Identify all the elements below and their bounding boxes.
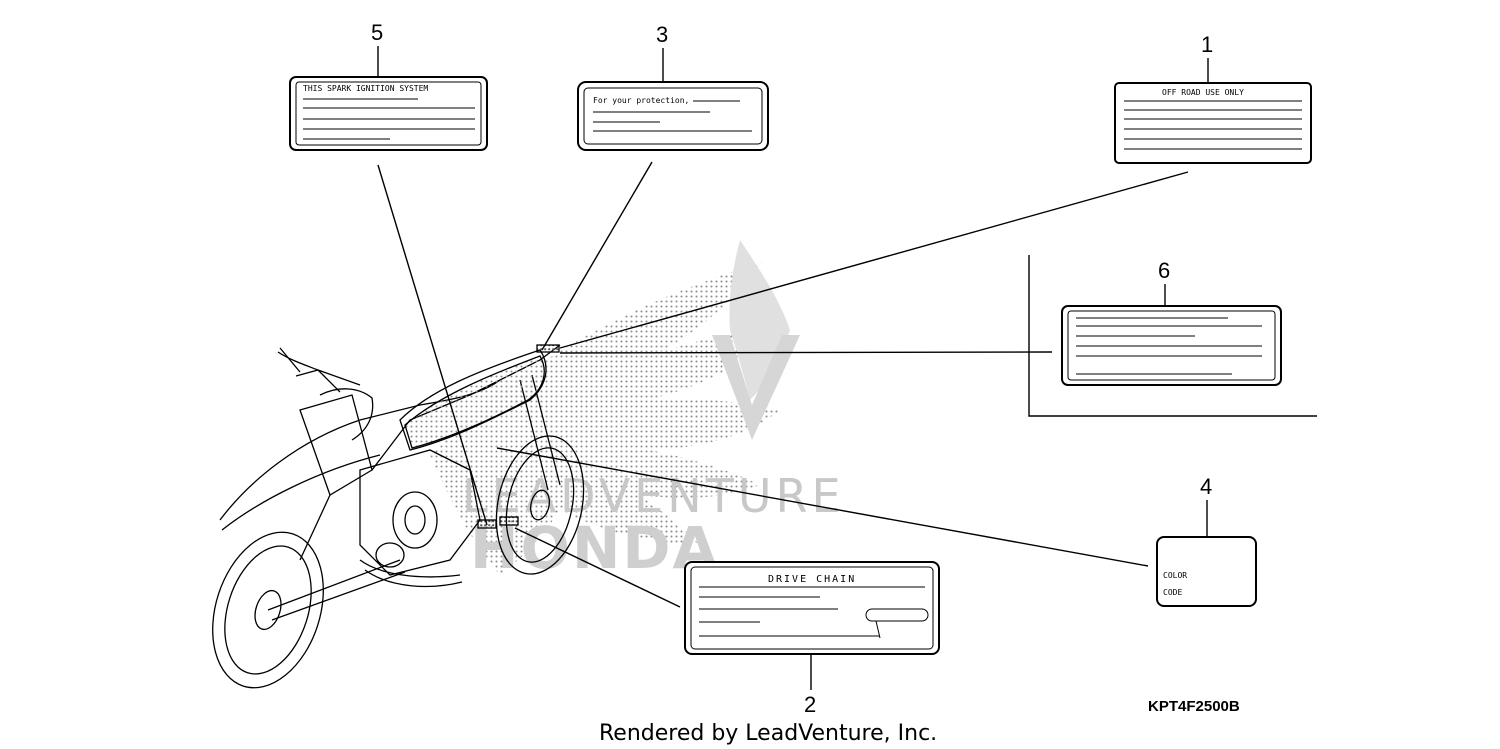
chain-tool-icon [836,608,929,639]
label-3: 3 For your protection, [577,22,769,151]
callout-1: 1 [1201,32,1213,57]
label-6-bracket [1028,255,1317,417]
part-code: KPT4F2500B [1148,698,1240,715]
label-4-line2: CODE [1163,588,1182,597]
label-5-text: THIS SPARK IGNITION SYSTEM [303,84,428,93]
watermark-wing [430,240,800,575]
label-4-line1: COLOR [1163,571,1187,580]
label-1: 1 OFF ROAD USE ONLY [1114,32,1312,164]
callout-6: 6 [1158,258,1170,283]
callout-4: 4 [1200,474,1212,499]
label-5: 5 THIS SPARK IGNITION SYSTEM [289,20,488,151]
callout-3: 3 [656,22,668,47]
footer-credit: Rendered by LeadVenture, Inc. [599,721,937,746]
label-1-text: OFF ROAD USE ONLY [1162,88,1244,97]
label-2: DRIVE CHAIN 2 [684,561,940,717]
label-4: 4 COLOR CODE [1156,474,1257,607]
label-6: 6 [1061,258,1282,386]
label-2-text: DRIVE CHAIN [768,574,856,585]
label-3-text: For your protection, [593,96,689,105]
leader-lines [377,161,1189,608]
watermark-text-leadventure: LEADVENTURE [462,469,845,523]
callout-2: 2 [804,692,816,717]
callout-5: 5 [371,20,383,45]
